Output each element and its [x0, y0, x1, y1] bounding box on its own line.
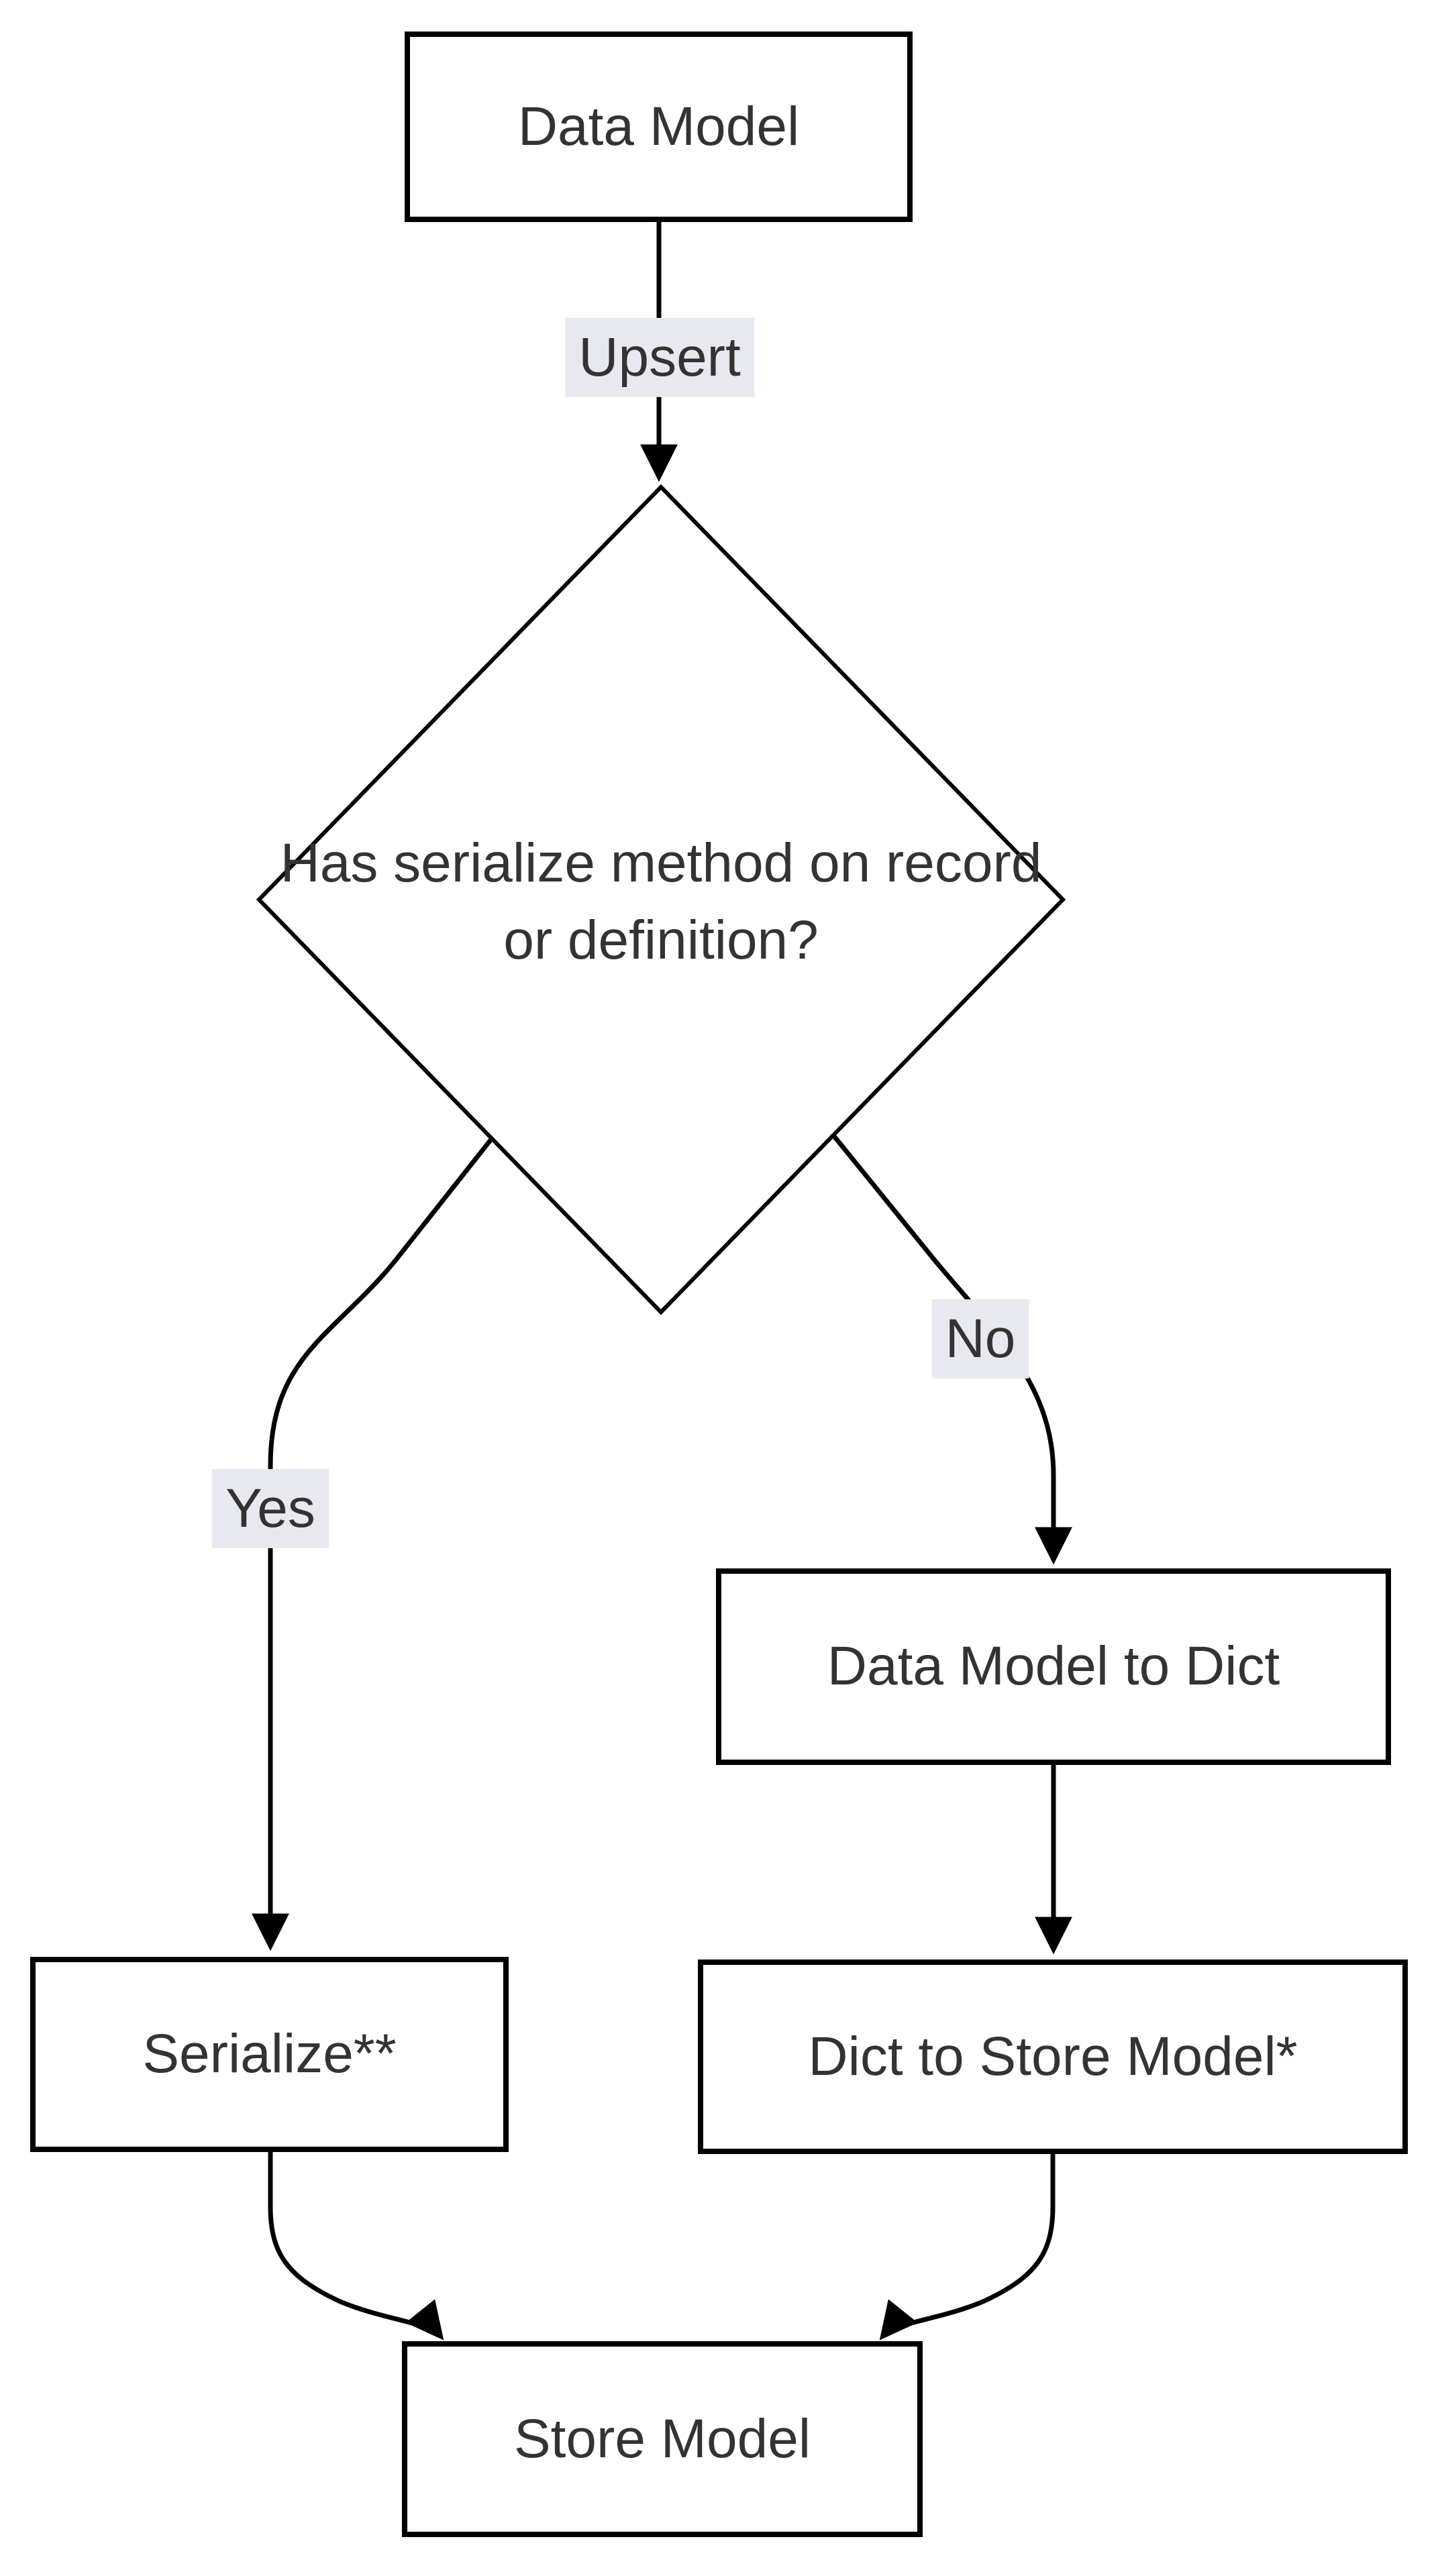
node-store-model-label: Store Model [513, 2408, 811, 2469]
node-dict-to-store-model: Dict to Store Model* [698, 1960, 1408, 2154]
edge-label-no: No [931, 1299, 1029, 1379]
node-serialize-label: Serialize** [142, 2023, 397, 2085]
edge-yes [252, 1136, 494, 1951]
edge-serialize-to-store [268, 2152, 444, 2341]
node-store-model: Store Model [402, 2341, 923, 2537]
node-serialize: Serialize** [30, 1957, 509, 2152]
node-data-model-label: Data Model [517, 95, 800, 157]
node-data-model-to-dict-label: Data Model to Dict [827, 1635, 1280, 1697]
edge-label-yes: Yes [212, 1468, 329, 1549]
edge-dict-to-store [879, 2154, 1056, 2341]
node-decision-shape [256, 484, 1066, 1316]
node-data-model-to-dict: Data Model to Dict [716, 1568, 1391, 1765]
node-data-model: Data Model [405, 32, 913, 222]
edge-label-upsert: Upsert [565, 317, 754, 398]
node-dict-to-store-model-label: Dict to Store Model* [808, 2025, 1298, 2087]
node-decision-label: Has serialize method on record or defini… [280, 833, 1042, 971]
